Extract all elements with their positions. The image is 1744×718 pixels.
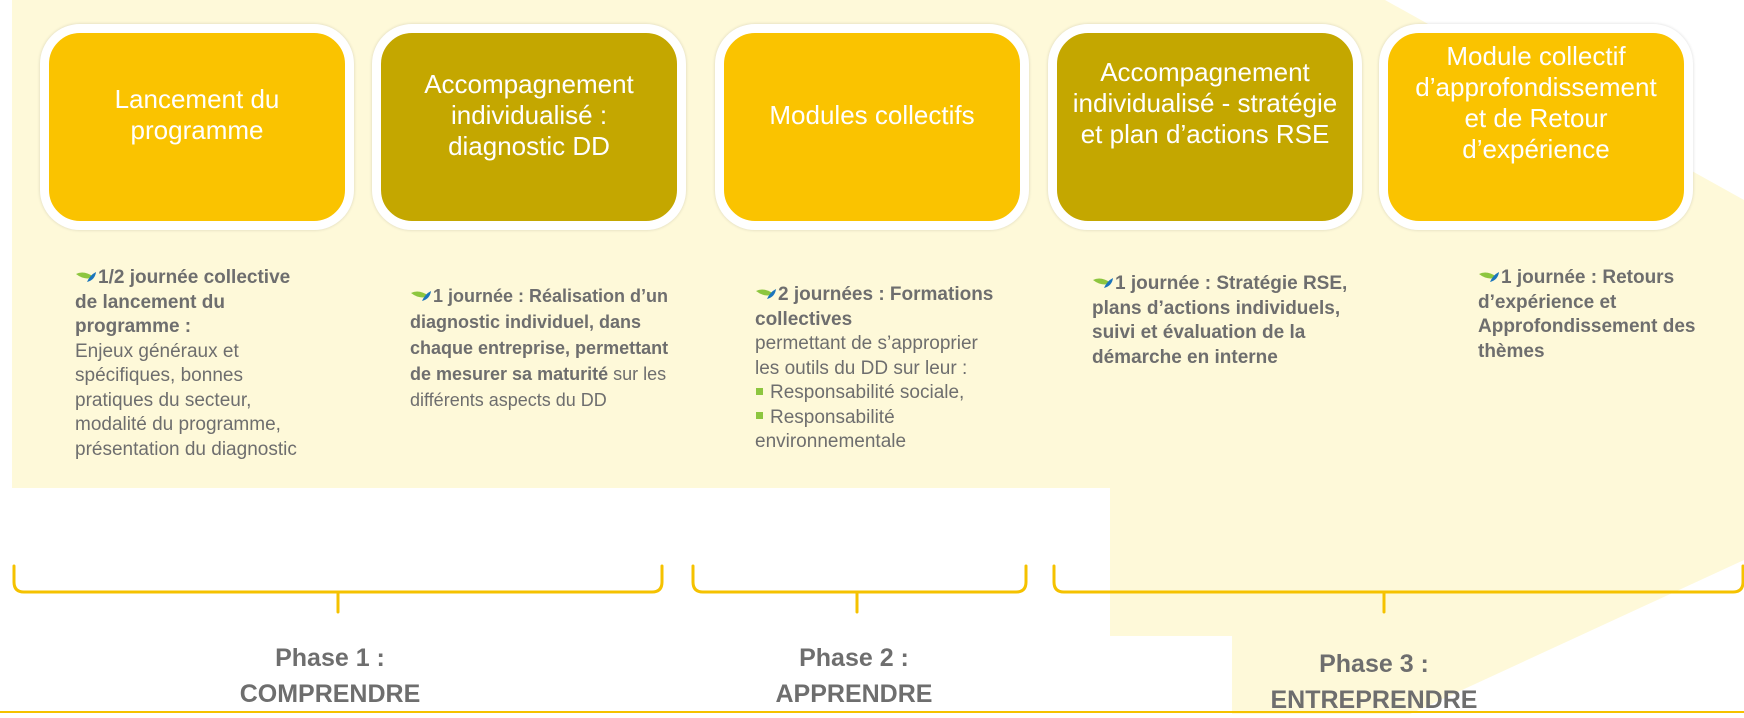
- description-strategie: 1 journée : Stratégie RSE, plans d’actio…: [1092, 272, 1352, 370]
- phase-name: ENTREPRENDRE: [1270, 686, 1478, 714]
- step-box-approfondissement: Module collectif d’approfondissement et …: [1379, 24, 1693, 230]
- step-title: Accompagnement individualisé : diagnosti…: [424, 68, 634, 161]
- phase-label-3: Phase 3 : ENTREPRENDRE: [1204, 646, 1544, 718]
- phase-name: COMPRENDRE: [239, 680, 421, 708]
- bullet-text: Responsabilité environnementale: [755, 406, 907, 453]
- step-box-modules: Modules collectifs: [715, 24, 1029, 230]
- step-title: Module collectif d’approfondissement et …: [1415, 41, 1657, 164]
- description-modules: 2 journées : Formations collectives perm…: [755, 283, 995, 455]
- phase-label-1: Phase 1 : COMPRENDRE: [160, 640, 500, 712]
- leaf-bullet-icon: [756, 289, 776, 299]
- step-box-strategie: Accompagnement individualisé - stratégie…: [1048, 24, 1362, 230]
- leaf-bullet-icon: [1479, 272, 1499, 282]
- step-box-diagnostic: Accompagnement individualisé : diagnosti…: [372, 24, 686, 230]
- description-lancement: 1/2 journée collective de lancement du p…: [75, 266, 315, 462]
- description-bold: 1 journée : Réalisation d’un diagnostic …: [410, 286, 669, 384]
- list-item: Responsabilité environnementale: [755, 406, 995, 455]
- description-bold: 1 journée : Retours d’expérience et Appr…: [1478, 267, 1696, 362]
- phase-number: Phase 2 :: [799, 644, 909, 672]
- step-box-lancement: Lancement du programme: [40, 24, 354, 230]
- step-title: Accompagnement individualisé - stratégie…: [1072, 56, 1338, 149]
- leaf-bullet-icon: [1093, 278, 1113, 288]
- description-bold: 2 journées : Formations collectives: [755, 284, 994, 330]
- description-bold: 1/2 journée collective de lancement du p…: [75, 267, 291, 337]
- phase-number: Phase 3 :: [1319, 650, 1429, 678]
- bullet-text: Responsabilité sociale,: [770, 382, 965, 403]
- list-item: Responsabilité sociale,: [755, 381, 995, 406]
- description-bold: 1 journée : Stratégie RSE, plans d’actio…: [1092, 273, 1348, 368]
- leaf-bullet-icon: [411, 291, 431, 301]
- leaf-bullet-icon: [76, 272, 96, 282]
- phase-label-2: Phase 2 : APPRENDRE: [684, 640, 1024, 712]
- square-bullet-icon: [756, 387, 763, 395]
- phase-name: APPRENDRE: [775, 680, 933, 708]
- step-title: Lancement du programme: [114, 84, 280, 145]
- description-text: Enjeux généraux et spécifiques, bonnes p…: [75, 340, 297, 460]
- description-approfondissement: 1 journée : Retours d’expérience et Appr…: [1478, 266, 1718, 364]
- description-text: permettant de s’approprier les outils du…: [755, 333, 978, 379]
- description-text: sur les différents aspects du DD: [410, 364, 667, 410]
- description-diagnostic: 1 journée : Réalisation d’un diagnostic …: [410, 283, 675, 413]
- phase-number: Phase 1 :: [275, 644, 385, 672]
- square-bullet-icon: [756, 412, 763, 420]
- step-title: Modules collectifs: [769, 99, 975, 130]
